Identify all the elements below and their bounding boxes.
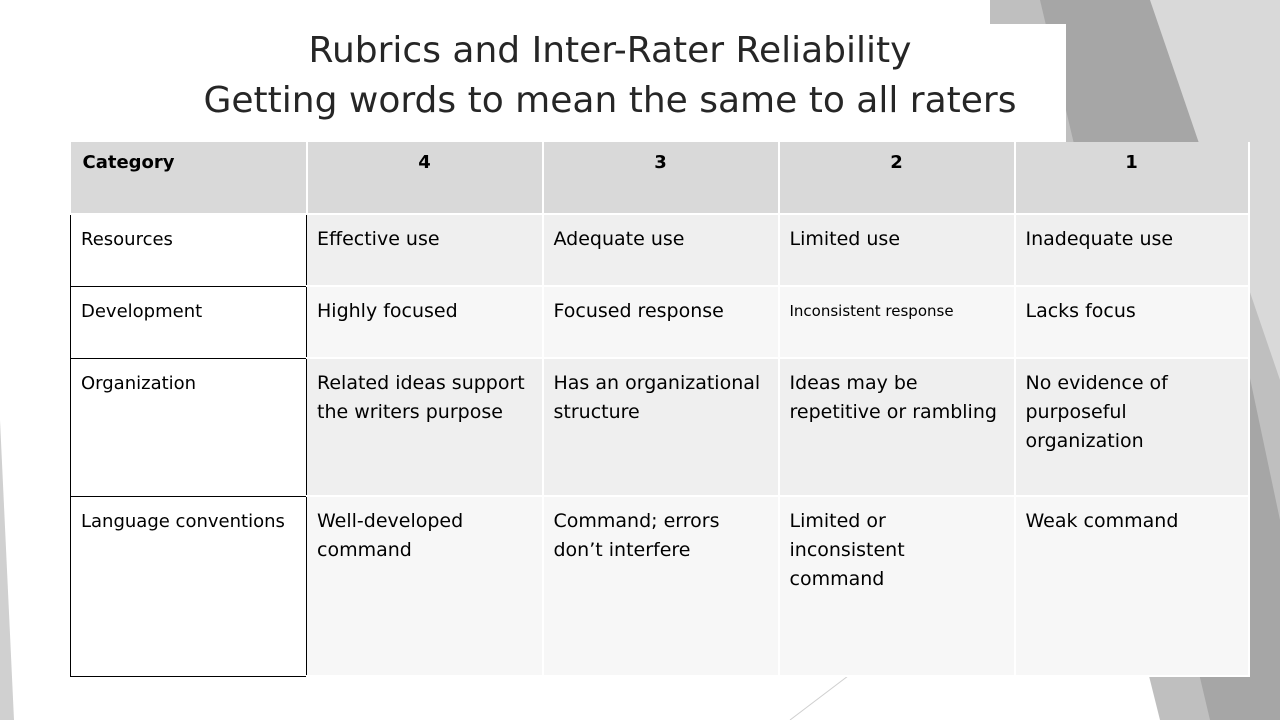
decor-white-panel [0,24,1066,144]
table-cell: Adequate use [542,214,780,287]
table-cell: Well-developed command [306,496,544,677]
table-cell: Ideas may be repetitive or rambling [778,358,1016,497]
table-cell: Effective use [306,214,544,287]
decor-shape-left-edge [0,420,14,720]
table-row: Resources Effective use Adequate use Lim… [70,214,1250,287]
table-cell: Highly focused [306,286,544,359]
table-row: Organization Related ideas support the w… [70,358,1250,497]
table-cell: Related ideas support the writers purpos… [306,358,544,497]
table-cell: Limited or inconsistent command [778,496,1016,677]
header-score-2: 2 [778,142,1016,215]
table-cell: Weak command [1014,496,1250,677]
table-header-row: Category 4 3 2 1 [70,142,1250,215]
category-cell: Language conventions [70,496,307,677]
table-cell: Limited use [778,214,1016,287]
rubric-table: Category 4 3 2 1 Resources Effective use… [70,142,1250,677]
table-cell: No evidence of purposeful organization [1014,358,1250,497]
category-cell: Development [70,286,307,359]
header-category: Category [70,142,308,215]
decor-thin-line [789,675,849,720]
title-line-1: Rubrics and Inter-Rater Reliability [308,30,912,71]
table-row: Development Highly focused Focused respo… [70,286,1250,359]
title-line-2: Getting words to mean the same to all ra… [203,80,1017,121]
table-cell: Has an organizational structure [542,358,780,497]
table-cell: Lacks focus [1014,286,1250,359]
table-cell: Inadequate use [1014,214,1250,287]
table-cell: Inconsistent response [778,286,1016,359]
header-score-3: 3 [542,142,780,215]
header-score-4: 4 [306,142,544,215]
category-cell: Resources [70,214,307,287]
header-score-1: 1 [1014,142,1250,215]
slide-title: Rubrics and Inter-Rater Reliability Gett… [60,26,1160,126]
table-cell: Focused response [542,286,780,359]
table-cell: Command; errors don’t interfere [542,496,780,677]
table-row: Language conventions Well-developed comm… [70,496,1250,677]
decor-white-top [0,0,990,24]
category-cell: Organization [70,358,307,497]
